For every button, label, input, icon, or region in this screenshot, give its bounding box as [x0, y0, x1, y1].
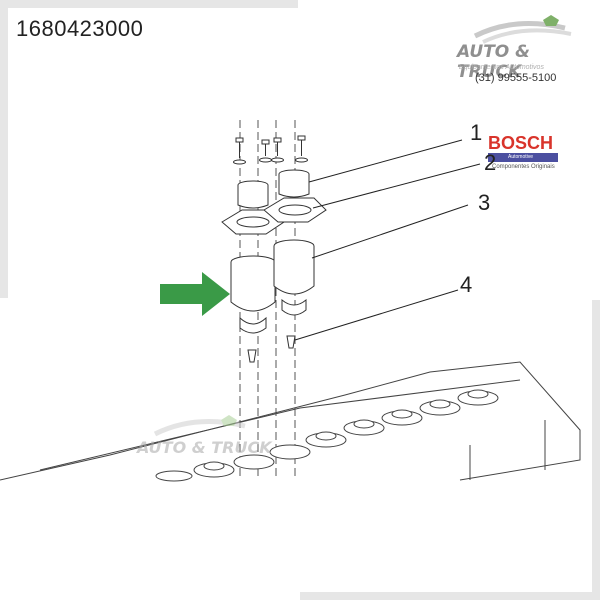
watermark-brand: AUTO & TRUCK: [137, 438, 272, 457]
auto-truck-logo: AUTO & TRUCK Equipamentos Automotivos (3…: [455, 14, 585, 94]
part-1-sleeves: [237, 169, 310, 209]
callout-3: 3: [478, 190, 491, 215]
frame-right: [592, 300, 600, 600]
frame-bottom: [300, 592, 600, 600]
bosch-bar: [488, 153, 558, 162]
watermark-swoosh-icon: [153, 415, 246, 437]
logo-brand: AUTO & TRUCK: [457, 42, 530, 82]
callout-2: 2: [484, 150, 497, 175]
bosch-name: BOSCH: [488, 133, 554, 153]
bosch-logo: BOSCH Automotive Componentes Originais: [488, 133, 560, 183]
frame-top-left: [0, 0, 298, 8]
highlight-arrow-icon: [160, 272, 230, 316]
road-swoosh-icon: [473, 15, 572, 44]
screws: [233, 135, 308, 165]
bosch-division: Automotive: [508, 154, 534, 160]
logo-tagline: Equipamentos Automotivos: [459, 64, 544, 71]
watermark-logo: AUTO & TRUCK: [135, 412, 285, 472]
callout-4: 4: [460, 272, 473, 297]
machine-base: [0, 361, 581, 482]
part-4-nozzles: [247, 335, 296, 363]
logo-phone: (31) 99555-5100: [475, 72, 557, 84]
bosch-subtitle: Componentes Originais: [492, 164, 555, 170]
callout-1: 1: [470, 120, 483, 145]
leader-lines: [294, 139, 481, 341]
part-number: 1680423000: [16, 16, 144, 41]
frame-left: [0, 0, 8, 298]
part-3-cups: [230, 239, 315, 334]
part-2-flanges: [221, 197, 327, 235]
